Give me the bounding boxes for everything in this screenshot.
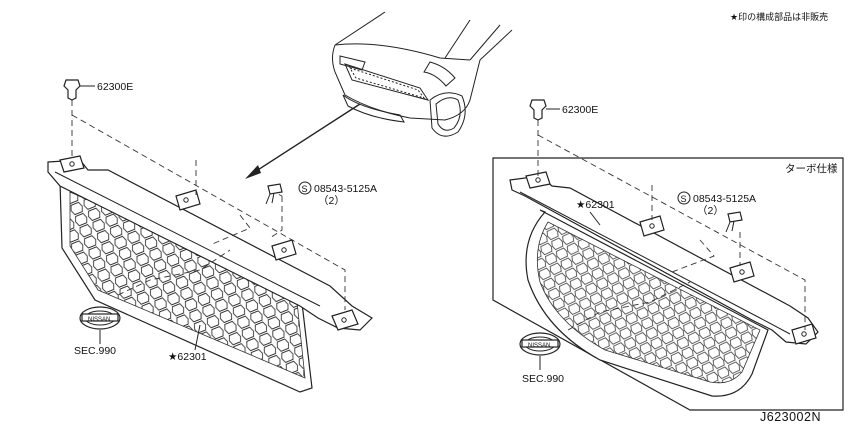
left-screw-label: 08543-5125A (314, 183, 377, 195)
left-screw-08543-5125A: S 08543-5125A （2） (265, 181, 377, 207)
right-screw-label: 08543-5125A (693, 193, 756, 205)
right-emblem: NISSAN SEC.990 (519, 332, 564, 385)
location-arrow (245, 103, 361, 179)
right-clip-62300E: 62300E (529, 99, 598, 121)
vehicle-front-sketch (332, 11, 513, 137)
right-emblem-label: SEC.990 (522, 373, 564, 385)
not-sold-note: ★印の構成部品は非販売 (730, 11, 828, 23)
left-emblem-label: SEC.990 (74, 345, 116, 357)
svg-text:NISSAN: NISSAN (528, 343, 550, 349)
diagram-code: J623002N (760, 410, 821, 424)
left-screw-qty: （2） (318, 195, 345, 207)
svg-text:S: S (302, 184, 308, 194)
left-emblem: NISSAN SEC.990 (74, 306, 121, 357)
left-clip-label: 62300E (97, 81, 133, 93)
left-assembly: 62300E S 08543-5125A （2） NISSAN SEC.990 … (47, 79, 377, 393)
left-grille-upper-bar (47, 159, 373, 331)
left-grille-label: ★62301 (168, 351, 207, 363)
turbo-spec-label: ターボ仕様 (785, 162, 838, 175)
right-screw-qty: （2） (697, 205, 724, 217)
svg-text:NISSAN: NISSAN (88, 317, 110, 323)
right-grille-label: ★62301 (576, 199, 615, 211)
turbo-spec-frame (492, 157, 844, 411)
svg-text:S: S (681, 194, 687, 204)
right-screw-08543-5125A: S 08543-5125A （2） (677, 191, 756, 233)
right-assembly: ターボ仕様 62300E S (492, 99, 844, 411)
right-clip-label: 62300E (562, 104, 598, 116)
left-clip-62300E: 62300E (63, 79, 133, 101)
